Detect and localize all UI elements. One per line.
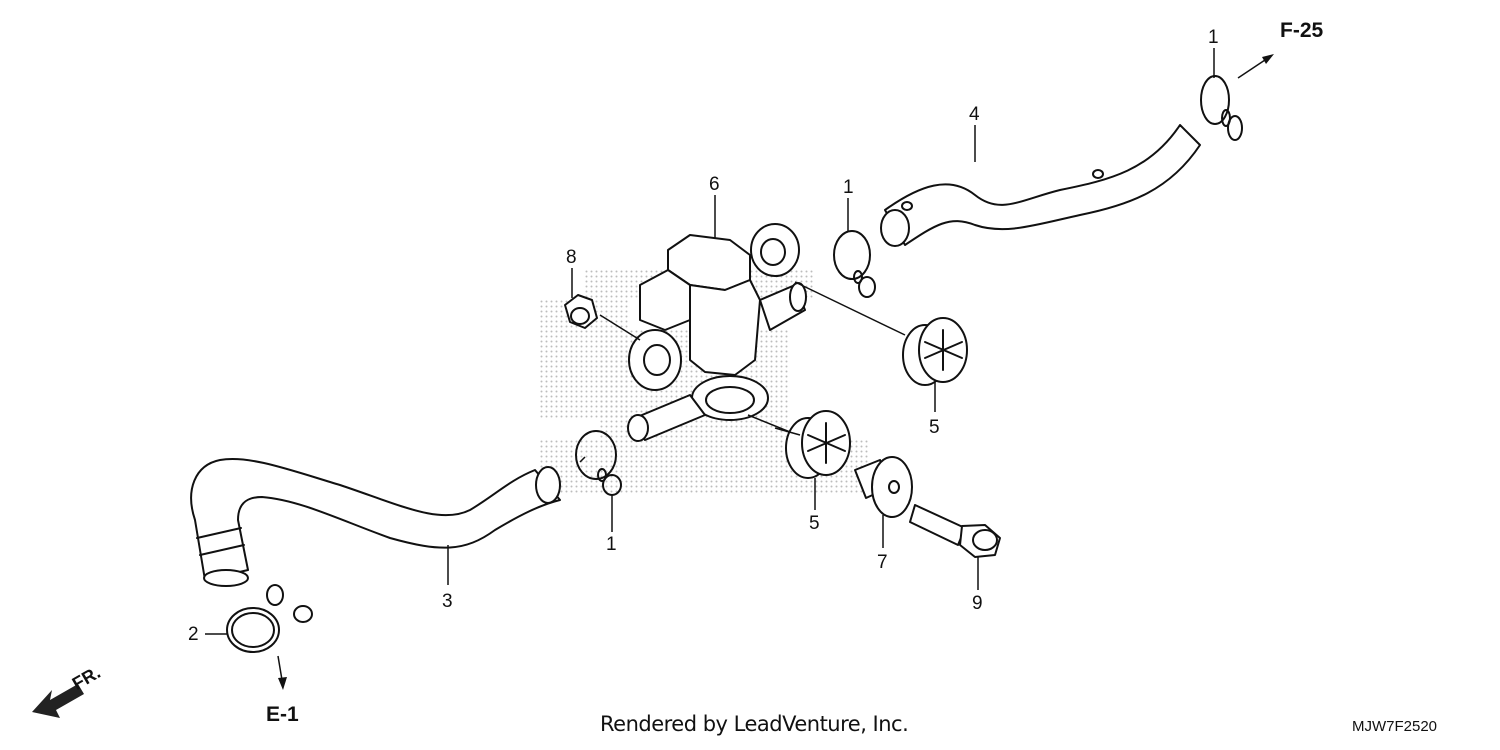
callout-8: 8: [566, 247, 577, 268]
callout-5-lower: 5: [809, 513, 820, 534]
callout-7: 7: [877, 552, 888, 573]
callout-3: 3: [442, 591, 453, 612]
ref-label-e1: E-1: [266, 703, 299, 726]
callout-1-upper: 1: [1208, 27, 1219, 48]
rubber-mount-5-lower: [785, 410, 851, 479]
clip-1-upper: [1200, 75, 1243, 141]
front-arrow-icon: [32, 684, 84, 718]
callout-4: 4: [969, 104, 980, 125]
hose-4: [880, 124, 1201, 247]
leader-lines: [205, 48, 1215, 635]
collar-7: [854, 456, 913, 518]
hose-3: [190, 458, 561, 587]
callout-2: 2: [188, 624, 199, 645]
callout-5-right: 5: [929, 417, 940, 438]
callout-1-middle: 1: [843, 177, 854, 198]
rubber-mount-5-right: [902, 317, 968, 386]
collar-8: [564, 294, 598, 329]
bolt-9: [909, 504, 1001, 558]
air-injection-valve-6: [627, 223, 807, 442]
callout-9: 9: [972, 593, 983, 614]
ref-arrow-e1: [277, 655, 287, 690]
render-credit: Rendered by LeadVenture, Inc.: [600, 712, 909, 736]
callout-6: 6: [709, 174, 720, 195]
callout-1-lower: 1: [606, 534, 617, 555]
ref-arrow-f25: [1237, 54, 1274, 79]
ref-label-f25: F-25: [1280, 19, 1324, 42]
diagram-code: MJW7F2520: [1352, 718, 1438, 735]
clamp-2: [226, 584, 313, 653]
clip-1-middle: [833, 230, 876, 298]
